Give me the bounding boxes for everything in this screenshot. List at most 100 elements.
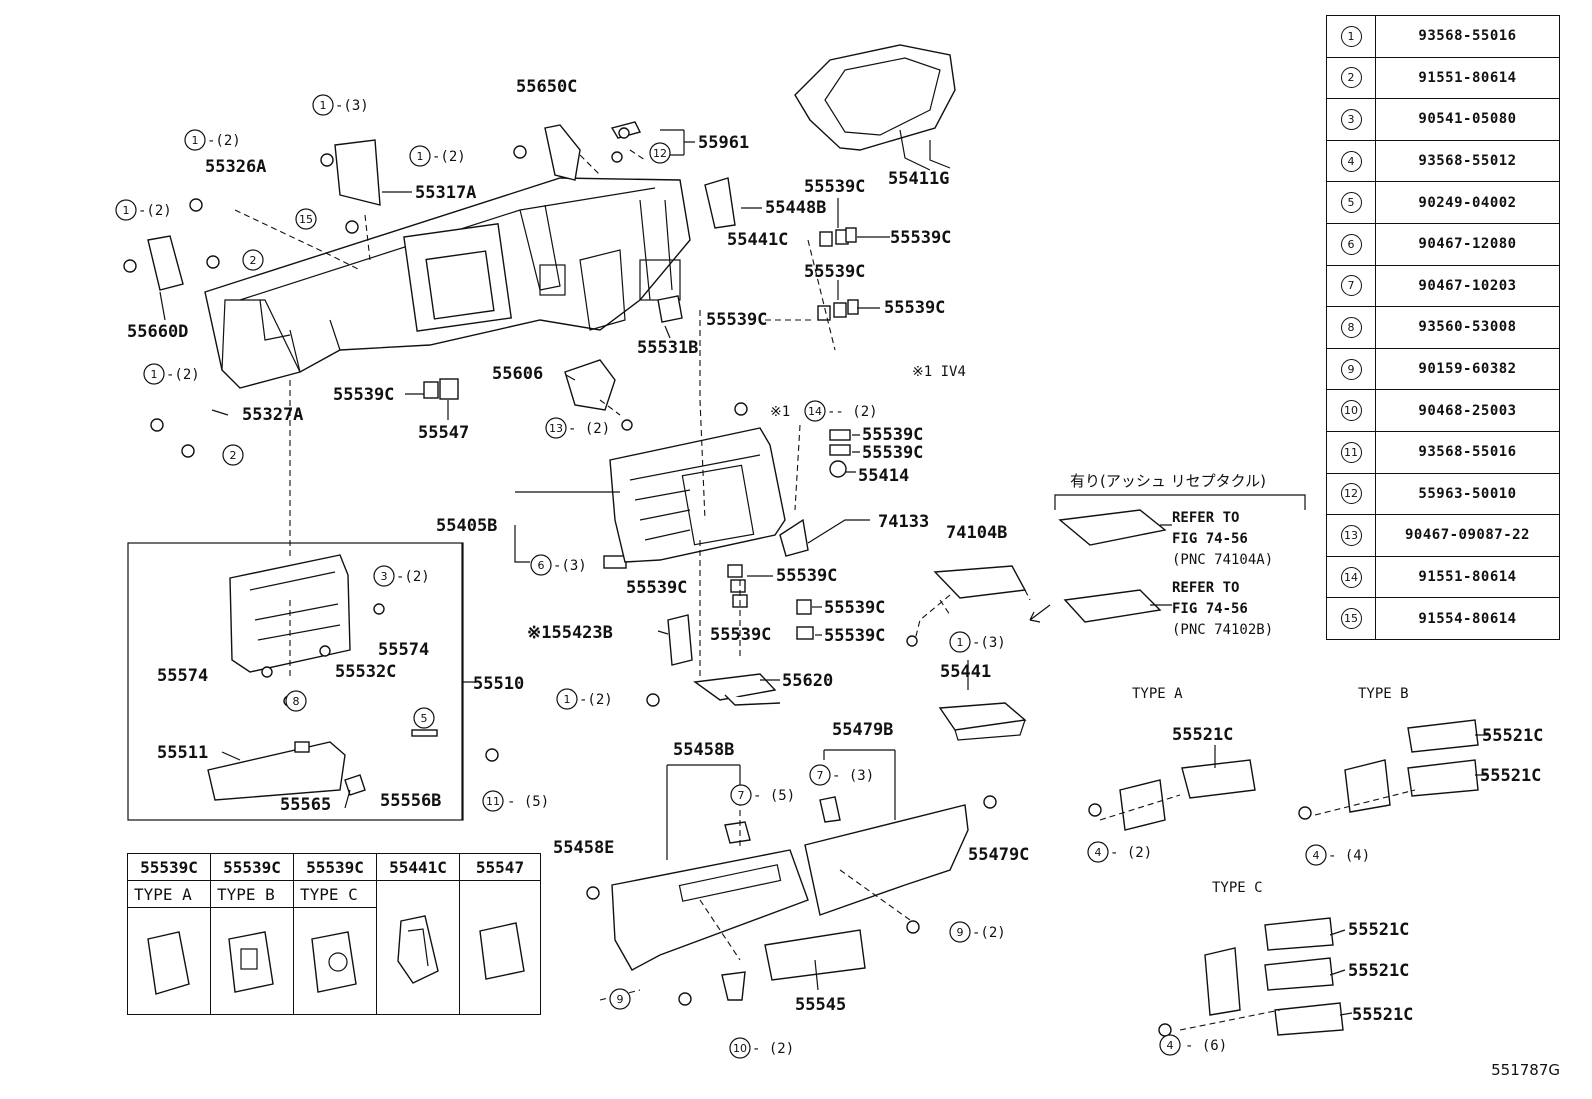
svg-text:3: 3 bbox=[381, 570, 388, 583]
type-header-cell: 55539C bbox=[293, 853, 377, 881]
label-55539C: 55539C bbox=[890, 228, 951, 248]
ref-row: 15 91554-80614 bbox=[1326, 597, 1560, 640]
ref-key-circle: 10 bbox=[1340, 400, 1362, 422]
label-55539C: 55539C bbox=[884, 298, 945, 318]
ref-key-circle: 2 bbox=[1340, 67, 1362, 89]
qty-text: - (6) bbox=[1185, 1038, 1227, 1054]
ref-part-number: 93560-53008 bbox=[1375, 306, 1560, 349]
ref-key: 8 bbox=[1326, 306, 1376, 349]
label-55532C: 55532C bbox=[335, 662, 396, 682]
label-55539C: 55539C bbox=[333, 385, 394, 405]
label-55660D: 55660D bbox=[127, 322, 188, 342]
qty-text: -(2) bbox=[166, 367, 200, 383]
ref-key: 1 bbox=[1326, 15, 1376, 58]
label-55539C: 55539C bbox=[824, 626, 885, 646]
leader-dashes bbox=[234, 149, 1416, 1031]
label-55521C: 55521C bbox=[1172, 725, 1233, 745]
svg-text:10: 10 bbox=[733, 1042, 747, 1055]
ref-key: 13 bbox=[1326, 514, 1376, 557]
ref-key: 11 bbox=[1326, 430, 1376, 474]
qty-text: -(2) bbox=[432, 149, 466, 165]
ref-key: 3 bbox=[1326, 98, 1376, 141]
type-pic-cell bbox=[293, 907, 377, 1015]
qty-text: -- (2) bbox=[827, 404, 878, 420]
svg-text:13: 13 bbox=[549, 422, 563, 435]
label-type-a: TYPE A bbox=[1132, 686, 1183, 702]
meter-hood bbox=[794, 44, 956, 169]
small-parts bbox=[147, 121, 859, 706]
ref-key: 10 bbox=[1326, 389, 1376, 432]
ref-part-number: 90159-60382 bbox=[1375, 347, 1560, 391]
ref-key-circle: 14 bbox=[1340, 566, 1362, 588]
svg-text:12: 12 bbox=[653, 147, 667, 160]
center-cluster bbox=[609, 427, 786, 563]
label-55326A: 55326A bbox=[205, 157, 266, 177]
ref-part-number: 90468-25003 bbox=[1375, 389, 1560, 432]
qty-text: - (2) bbox=[568, 421, 610, 437]
ref-part-number: 90467-12080 bbox=[1375, 222, 1560, 266]
svg-text:9: 9 bbox=[957, 926, 964, 939]
type-cell: TYPE B bbox=[210, 880, 294, 908]
label-55556B: 55556B bbox=[380, 791, 441, 811]
ref-part-number: 91554-80614 bbox=[1375, 597, 1560, 640]
ref-key-circle: 1 bbox=[1340, 25, 1362, 47]
svg-text:2: 2 bbox=[230, 449, 237, 462]
lower-panels bbox=[611, 796, 969, 1001]
label-55574: 55574 bbox=[157, 666, 208, 686]
label-55531B: 55531B bbox=[637, 338, 698, 358]
label-type-c: TYPE C bbox=[1212, 880, 1263, 896]
label-55448B: 55448B bbox=[765, 198, 826, 218]
type-table-pics bbox=[127, 907, 541, 1015]
refer-text: REFER TO bbox=[1172, 580, 1239, 596]
qty-text: -(2) bbox=[579, 692, 613, 708]
label-55620: 55620 bbox=[782, 671, 833, 691]
ref-part-number: 93568-55016 bbox=[1375, 430, 1560, 474]
qty-text: -(3) bbox=[553, 558, 587, 574]
label-55521C: 55521C bbox=[1482, 726, 1543, 746]
svg-text:6: 6 bbox=[538, 559, 545, 572]
type-table: 55539C 55539C 55539C 55441C 55547 TYPE A… bbox=[127, 853, 541, 1015]
label-74104B: 74104B bbox=[946, 523, 1007, 543]
label-55405B: 55405B bbox=[436, 516, 497, 536]
ref-part-number: 93568-55016 bbox=[1375, 15, 1560, 58]
bezel-types bbox=[1119, 719, 1479, 1036]
label-55565: 55565 bbox=[280, 795, 331, 815]
type-header-cell: 55539C bbox=[210, 853, 294, 881]
label-55521C: 55521C bbox=[1348, 961, 1409, 981]
diagram-code: 551787G bbox=[1491, 1061, 1560, 1079]
ref-key-circle: 15 bbox=[1340, 608, 1362, 630]
ref-key: 4 bbox=[1326, 139, 1376, 183]
part-55547-sketch bbox=[479, 921, 525, 980]
label-55539C: 55539C bbox=[626, 578, 687, 598]
ref-row: 9 90159-60382 bbox=[1326, 347, 1560, 391]
svg-text:8: 8 bbox=[293, 695, 300, 708]
ref-part-number: 90467-10203 bbox=[1375, 264, 1560, 308]
label-55574: 55574 bbox=[378, 640, 429, 660]
type-header-cell: 55539C bbox=[127, 853, 211, 881]
label-55961: 55961 bbox=[698, 133, 749, 153]
svg-text:1: 1 bbox=[320, 99, 327, 112]
ref-key-circle: 4 bbox=[1340, 150, 1362, 172]
ref-key-circle: 12 bbox=[1340, 483, 1362, 505]
ref-part-number: 55963-50010 bbox=[1375, 472, 1560, 516]
qty-text: -(3) bbox=[972, 635, 1006, 651]
svg-text:15: 15 bbox=[299, 213, 313, 226]
ref-row: 8 93560-53008 bbox=[1326, 306, 1560, 349]
ashtray-note: 有り(アッシュ リセプタクル) bbox=[1070, 472, 1266, 490]
ref-key-circle: 13 bbox=[1340, 524, 1362, 546]
type-c-sketch bbox=[311, 931, 357, 993]
refer-fig: FIG 74-56 bbox=[1172, 531, 1248, 547]
label-type-b: TYPE B bbox=[1358, 686, 1409, 702]
ref-key-circle: 9 bbox=[1340, 358, 1362, 380]
ref-key-circle: 8 bbox=[1340, 316, 1362, 338]
type-pic-cell bbox=[376, 880, 460, 1015]
type-pic-cell bbox=[210, 907, 294, 1015]
svg-text:1: 1 bbox=[417, 150, 424, 163]
svg-text:4: 4 bbox=[1167, 1039, 1174, 1052]
label-55539C: 55539C bbox=[706, 310, 767, 330]
